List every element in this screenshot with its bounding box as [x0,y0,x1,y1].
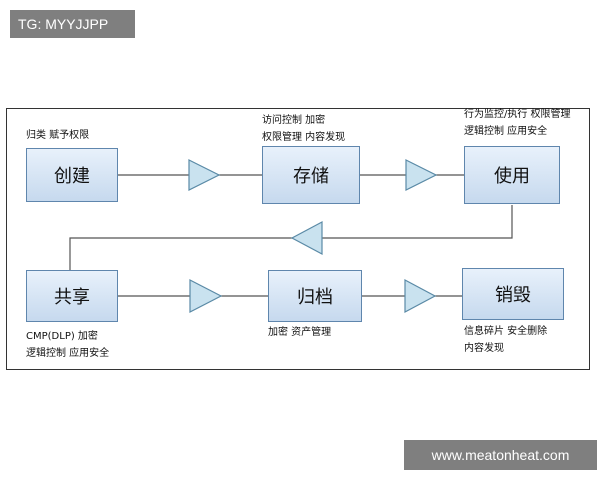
stage-store: 存储 [262,146,360,204]
arrow-create-store [188,159,221,191]
annotation-line: 信息碎片 安全删除 [464,326,548,337]
annotation-line: CMP(DLP) 加密 [26,331,98,342]
annotation-share: CMP(DLP) 加密 逻辑控制 应用安全 [26,328,109,362]
annotation-line: 归类 赋予权限 [26,130,90,141]
watermark-bottom: www.meatonheat.com [404,440,597,470]
stage-share: 共享 [26,270,118,322]
stage-destroy: 销毁 [462,268,564,320]
annotation-use: 行为监控/执行 权限管理 逻辑控制 应用安全 [464,106,571,140]
annotation-line: 行为监控/执行 权限管理 [464,109,571,120]
annotation-line: 逻辑控制 应用安全 [464,126,548,137]
annotation-create: 归类 赋予权限 [26,127,89,144]
stage-use: 使用 [464,146,560,204]
annotation-destroy: 信息碎片 安全删除 内容发现 [464,323,547,357]
arrow-share-archive [189,279,223,313]
annotation-archive: 加密 资产管理 [268,324,331,341]
annotation-line: 加密 资产管理 [268,327,332,338]
connector-use-share [69,205,513,270]
arrow-use-share [290,221,323,255]
annotation-line: 权限管理 内容发现 [262,132,346,143]
watermark-top: TG: MYYJJPP [10,10,135,38]
annotation-store: 访问控制 加密 权限管理 内容发现 [262,112,345,146]
annotation-line: 访问控制 加密 [262,115,326,126]
annotation-line: 内容发现 [464,343,504,354]
arrow-archive-destroy [404,279,437,313]
arrow-store-use [405,159,438,191]
stage-archive: 归档 [268,270,362,322]
annotation-line: 逻辑控制 应用安全 [26,348,110,359]
stage-create: 创建 [26,148,118,202]
